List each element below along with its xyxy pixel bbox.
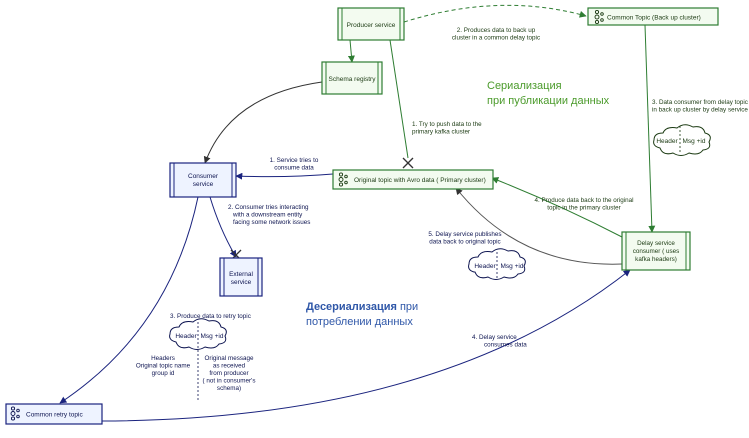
cloud-header-text: Header [474,263,496,270]
message-cloud-primary: Header Msg +id [468,248,526,280]
cloud-header-text: Header [175,333,197,340]
producer-service-node[interactable]: Producer service [337,7,405,41]
arrow-try-push [389,39,409,159]
arrow-producer-schema [347,39,355,63]
cloud-msg-text: Msg +id [201,333,224,340]
original-topic-label: Original topic with Avro data ( Primary … [354,177,486,184]
kafka-icon [338,172,348,187]
failure-cross-primary [402,157,414,169]
title-deserialization: Десериализация при потреблении данных [306,301,421,328]
message-cloud-backup: Header Msg +id [653,124,711,156]
original-topic-node[interactable]: Original topic with Avro data ( Primary … [332,169,494,190]
arrow-delay-publishes [455,187,623,265]
title-deserialization-bold: Десериализация [306,301,397,313]
arrow-consume-delay [644,24,656,233]
title-deserialization-line2: потреблении данных [306,316,413,328]
title-deserialization-rest: при [397,301,418,313]
common-topic-label: Common Topic (Back up cluster) [607,15,701,22]
retry-topic-label: Common retry topic [26,412,83,419]
kafka-icon [10,406,20,421]
kafka-icon [594,9,604,25]
schema-registry-label: Schema registry [329,76,377,83]
label-produce-retry: 3. Produce data to retry topic [170,313,251,320]
cloud-msg-text: Msg +id [683,138,706,145]
arrow-delay-consumes [101,269,631,422]
schema-registry-node[interactable]: Schema registry [321,61,383,95]
arrow-produce-backup [403,4,587,23]
cloud-header-text: Header [656,138,678,145]
arrow-service-tries [235,172,334,180]
retry-topic-node[interactable]: Common retry topic [5,403,103,425]
arrow-produce-back [491,177,623,238]
arrow-schema-consumer [203,81,323,164]
producer-service-label: Producer service [347,22,396,29]
cloud-msg-text: Msg +id [501,263,524,270]
arrow-produce-retry [59,196,199,404]
message-cloud-retry: Header Msg +id [169,318,227,400]
common-topic-node[interactable]: Common Topic (Back up cluster) [587,7,719,26]
